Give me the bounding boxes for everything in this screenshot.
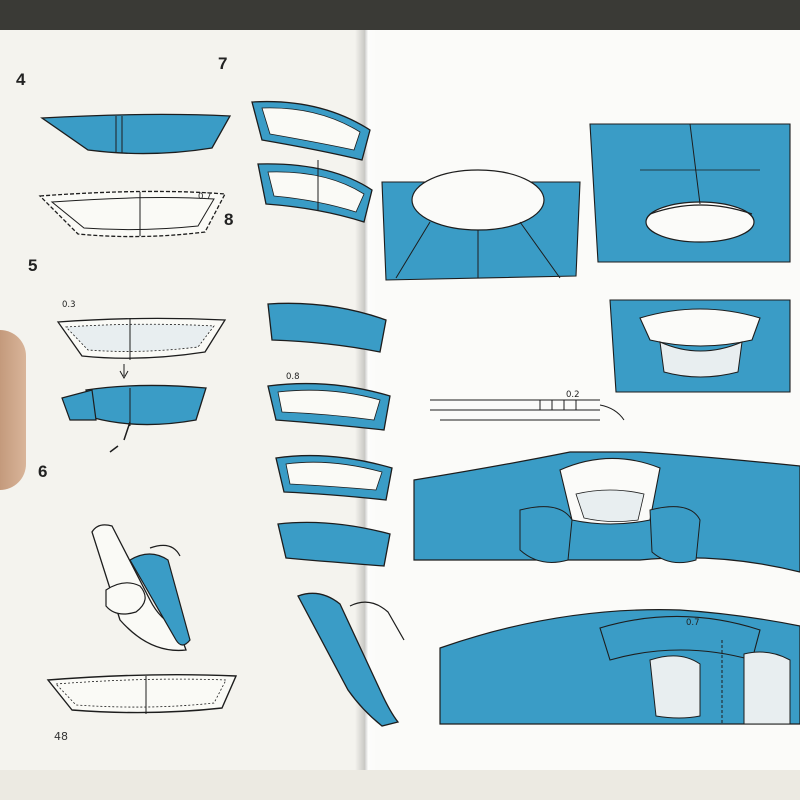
right-page xyxy=(365,30,800,770)
step-number-7: 7 xyxy=(218,54,228,73)
measure-label-left-2: 0.8 xyxy=(286,372,300,382)
step-number-5: 5 xyxy=(28,256,38,275)
page-number: 48 xyxy=(54,730,68,743)
measure-label-left-1: 0.7 xyxy=(198,192,212,202)
book-gutter xyxy=(355,30,377,770)
thumb xyxy=(0,330,26,490)
step-number-4: 4 xyxy=(16,70,26,89)
step-number-8: 8 xyxy=(224,210,234,229)
left-page xyxy=(0,30,365,770)
measure-label-right-2: 0.7 xyxy=(686,618,700,628)
step-number-6: 6 xyxy=(38,462,48,481)
measure-label-right-1: 0.2 xyxy=(566,390,580,400)
step-5-measure: 0.3 xyxy=(62,300,76,310)
